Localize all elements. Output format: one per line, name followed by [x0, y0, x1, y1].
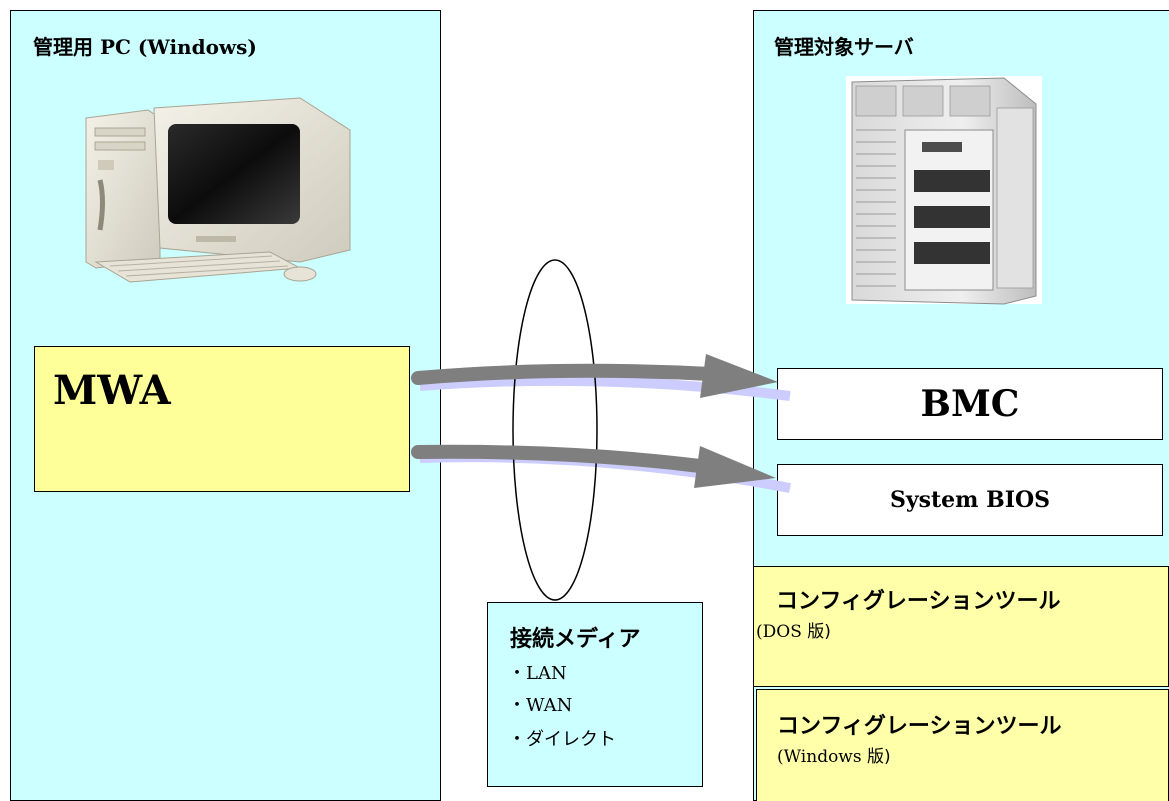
mwa-box: MWA [34, 346, 410, 492]
managed-server-title: 管理対象サーバ [774, 35, 914, 59]
config-tool-dos-subtitle: (DOS 版) [756, 622, 831, 642]
media-item-direct: ・ダイレクト [508, 729, 616, 750]
system-bios-box: System BIOS [777, 464, 1163, 536]
connection-ellipse [512, 259, 598, 601]
connection-media-box: 接続メディア ・LAN ・WAN ・ダイレクト [487, 602, 703, 787]
config-tool-windows-subtitle: (Windows 版) [777, 747, 891, 767]
config-tool-dos-box: コンフィグレーションツール (DOS 版) [753, 566, 1169, 687]
system-bios-label: System BIOS [889, 487, 1051, 513]
config-tool-dos-title: コンフィグレーションツール [776, 589, 1061, 614]
connection-media-title: 接続メディア [510, 627, 641, 652]
config-tool-windows-title: コンフィグレーションツール [777, 714, 1062, 739]
mwa-to-bios-arrow [411, 444, 707, 473]
bmc-box: BMC [777, 368, 1163, 440]
media-item-lan: ・LAN [508, 663, 567, 684]
media-item-wan: ・WAN [508, 695, 573, 716]
mwa-to-bmc-arrow [411, 363, 717, 385]
mwa-to-bmc-arrow-shadow [419, 375, 791, 401]
mwa-to-bios-arrow-shadow [419, 452, 791, 493]
admin-pc-title: 管理用 PC (Windows) [33, 35, 257, 59]
bmc-label: BMC [920, 383, 1020, 425]
mwa-label: MWA [53, 367, 171, 414]
config-tool-windows-box: コンフィグレーションツール (Windows 版) [756, 689, 1169, 801]
